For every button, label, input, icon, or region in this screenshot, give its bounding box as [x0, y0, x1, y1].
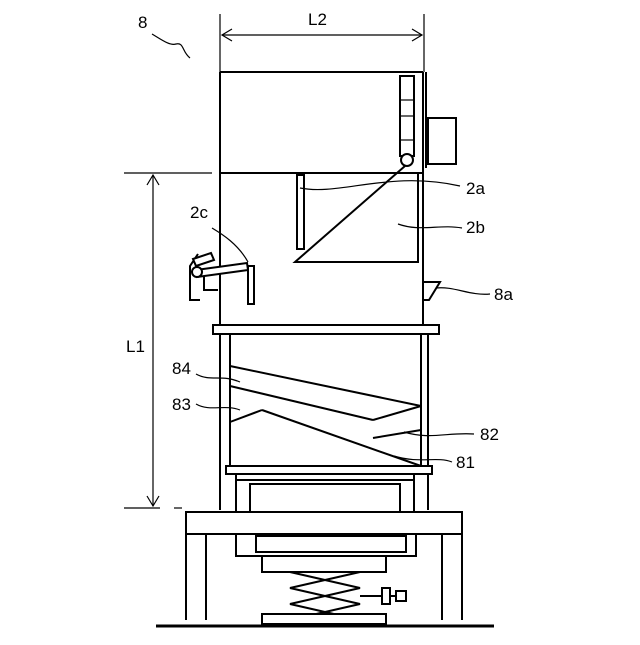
- sieve-84-return: [373, 406, 421, 420]
- scissor-jack: [262, 556, 406, 624]
- sieve-83-left: [230, 410, 262, 422]
- jack-top-plate: [262, 556, 386, 572]
- motor-box: [428, 118, 456, 164]
- leader-2c: [212, 228, 248, 262]
- arm-plate: [248, 266, 254, 304]
- jack-link-b: [290, 572, 360, 620]
- l2-label: L2: [308, 10, 327, 29]
- dimension-l1: L1: [124, 173, 212, 508]
- arm-link-lower: [196, 263, 248, 277]
- vertical-actuator: [400, 76, 456, 166]
- l1-label: L1: [126, 337, 145, 356]
- swing-arm-2c: [190, 253, 254, 304]
- table-top: [186, 512, 462, 534]
- sieve-81: [262, 410, 421, 466]
- leader-2b: [398, 224, 462, 228]
- leader-83: [196, 404, 240, 410]
- leader-82: [404, 432, 474, 436]
- chute-assembly: [295, 166, 418, 262]
- base-drawer-inner: [256, 536, 406, 552]
- leader-84: [196, 374, 240, 382]
- gate-plate-2a: [297, 175, 304, 249]
- label-8a-text: 8a: [494, 285, 513, 304]
- label-2a-text: 2a: [466, 179, 485, 198]
- actuator-pivot: [401, 154, 413, 166]
- label-2b: 2b: [398, 218, 485, 237]
- label-83-text: 83: [172, 395, 191, 414]
- arm-pivot: [192, 267, 202, 277]
- label-2b-text: 2b: [466, 218, 485, 237]
- jack-bottom-plate: [262, 614, 386, 624]
- label-82-text: 82: [480, 425, 499, 444]
- label-2a: 2a: [300, 179, 485, 198]
- label-8a: 8a: [436, 285, 513, 304]
- ref-8-label: 8: [138, 13, 147, 32]
- label-82: 82: [404, 425, 499, 444]
- lower-base-plate: [226, 466, 432, 474]
- outlet-8a: [423, 282, 440, 300]
- flange-plate: [213, 325, 439, 334]
- sieve-84: [230, 366, 421, 406]
- jack-handle: [396, 591, 406, 601]
- leader-8a: [436, 288, 490, 295]
- jack-nut: [382, 588, 390, 604]
- ref-8: 8: [138, 13, 196, 64]
- label-84-text: 84: [172, 359, 191, 378]
- dimension-l2: L2: [220, 10, 424, 72]
- chute-2b: [295, 166, 418, 262]
- ref-8-leader: [152, 34, 190, 58]
- label-2c-text: 2c: [190, 203, 208, 222]
- arm-link-upper: [193, 253, 214, 266]
- label-81-text: 81: [456, 453, 475, 472]
- arm-stop: [204, 276, 218, 290]
